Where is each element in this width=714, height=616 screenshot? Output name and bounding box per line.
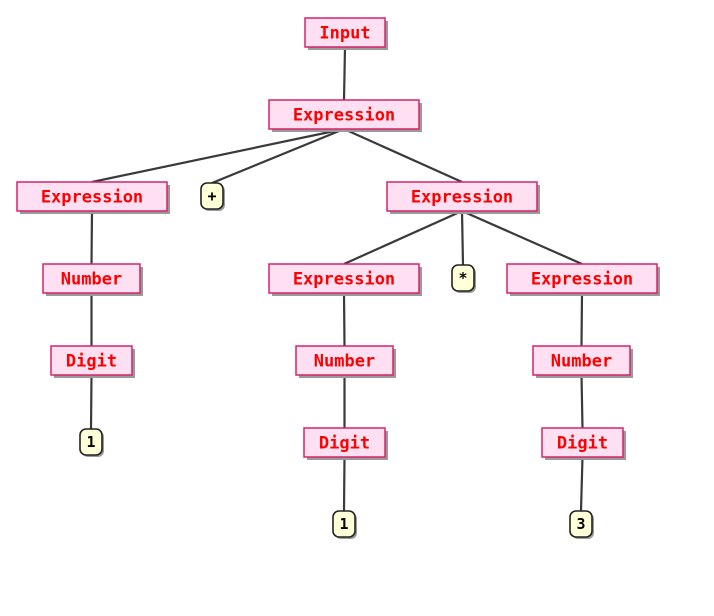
node-label: Digit xyxy=(557,434,608,454)
terminal-box xyxy=(332,510,356,538)
tree-edge-n15-n16 xyxy=(580,374,584,429)
tree-edge-n16-n17 xyxy=(579,456,584,512)
nonterminal-node-expression: Expression xyxy=(16,181,170,214)
terminal-box xyxy=(569,510,593,538)
nonterminal-node-expression: Expression xyxy=(268,263,422,296)
terminal-box xyxy=(79,428,103,456)
tree-edge-n1-n2 xyxy=(342,46,347,101)
tree-nodes: InputExpressionExpression+ExpressionNumb… xyxy=(16,17,660,539)
nonterminal-node-number: Number xyxy=(532,345,633,378)
nonterminal-node-expression: Expression xyxy=(506,263,660,296)
nonterminal-node-digit: Digit xyxy=(541,427,626,460)
node-label: Expression xyxy=(411,188,513,208)
node-label: Expression xyxy=(41,188,143,208)
nonterminal-box xyxy=(268,263,420,294)
tree-edge-n11-n15 xyxy=(580,292,584,347)
tree-edges xyxy=(89,46,584,512)
node-label: * xyxy=(458,269,467,287)
tree-edge-n2-n3 xyxy=(91,127,345,184)
node-label: Input xyxy=(319,24,370,44)
node-label: 3 xyxy=(576,515,585,533)
node-label: Number xyxy=(61,270,122,290)
nonterminal-box xyxy=(42,263,141,294)
node-label: Digit xyxy=(319,434,370,454)
nonterminal-box xyxy=(506,263,658,294)
tree-edge-n9-n12 xyxy=(342,292,346,347)
node-label: Number xyxy=(551,352,612,372)
tree-edge-n5-n10 xyxy=(460,210,465,266)
nonterminal-box xyxy=(268,99,420,130)
nonterminal-node-input: Input xyxy=(304,17,388,50)
nonterminal-node-expression: Expression xyxy=(386,181,540,214)
node-label: 1 xyxy=(86,433,95,451)
node-label: Expression xyxy=(531,270,633,290)
nonterminal-box xyxy=(295,345,394,376)
tree-edge-n5-n11 xyxy=(461,209,583,266)
nonterminal-box xyxy=(386,181,538,212)
nonterminal-box xyxy=(16,181,168,212)
terminal-box xyxy=(200,182,224,210)
terminal-node-1: 1 xyxy=(332,510,357,539)
nonterminal-box xyxy=(303,427,386,458)
node-label: Expression xyxy=(293,270,395,290)
nonterminal-box xyxy=(50,345,133,376)
nonterminal-box xyxy=(541,427,624,458)
tree-edge-n5-n9 xyxy=(343,209,463,266)
terminal-node-3: 3 xyxy=(569,510,594,539)
terminal-node-symbol: + xyxy=(200,182,225,211)
terminal-node-symbol: * xyxy=(451,264,476,293)
node-label: Digit xyxy=(66,352,117,372)
nonterminal-box xyxy=(532,345,631,376)
nonterminal-node-expression: Expression xyxy=(268,99,422,132)
tree-edge-n13-n14 xyxy=(342,456,346,512)
nonterminal-node-digit: Digit xyxy=(50,345,135,378)
nonterminal-box xyxy=(304,17,386,48)
nonterminal-node-number: Number xyxy=(295,345,396,378)
node-label: 1 xyxy=(339,515,348,533)
terminal-node-1: 1 xyxy=(79,428,104,457)
node-label: + xyxy=(207,187,216,205)
node-label: Number xyxy=(314,352,375,372)
tree-edge-n7-n8 xyxy=(89,374,93,430)
nonterminal-node-number: Number xyxy=(42,263,143,296)
tree-edge-n2-n4 xyxy=(211,127,345,185)
nonterminal-node-digit: Digit xyxy=(303,427,388,460)
terminal-box xyxy=(451,264,475,292)
node-label: Expression xyxy=(293,106,395,126)
tree-edge-n3-n6 xyxy=(90,210,94,265)
tree-edge-n2-n5 xyxy=(343,127,463,184)
